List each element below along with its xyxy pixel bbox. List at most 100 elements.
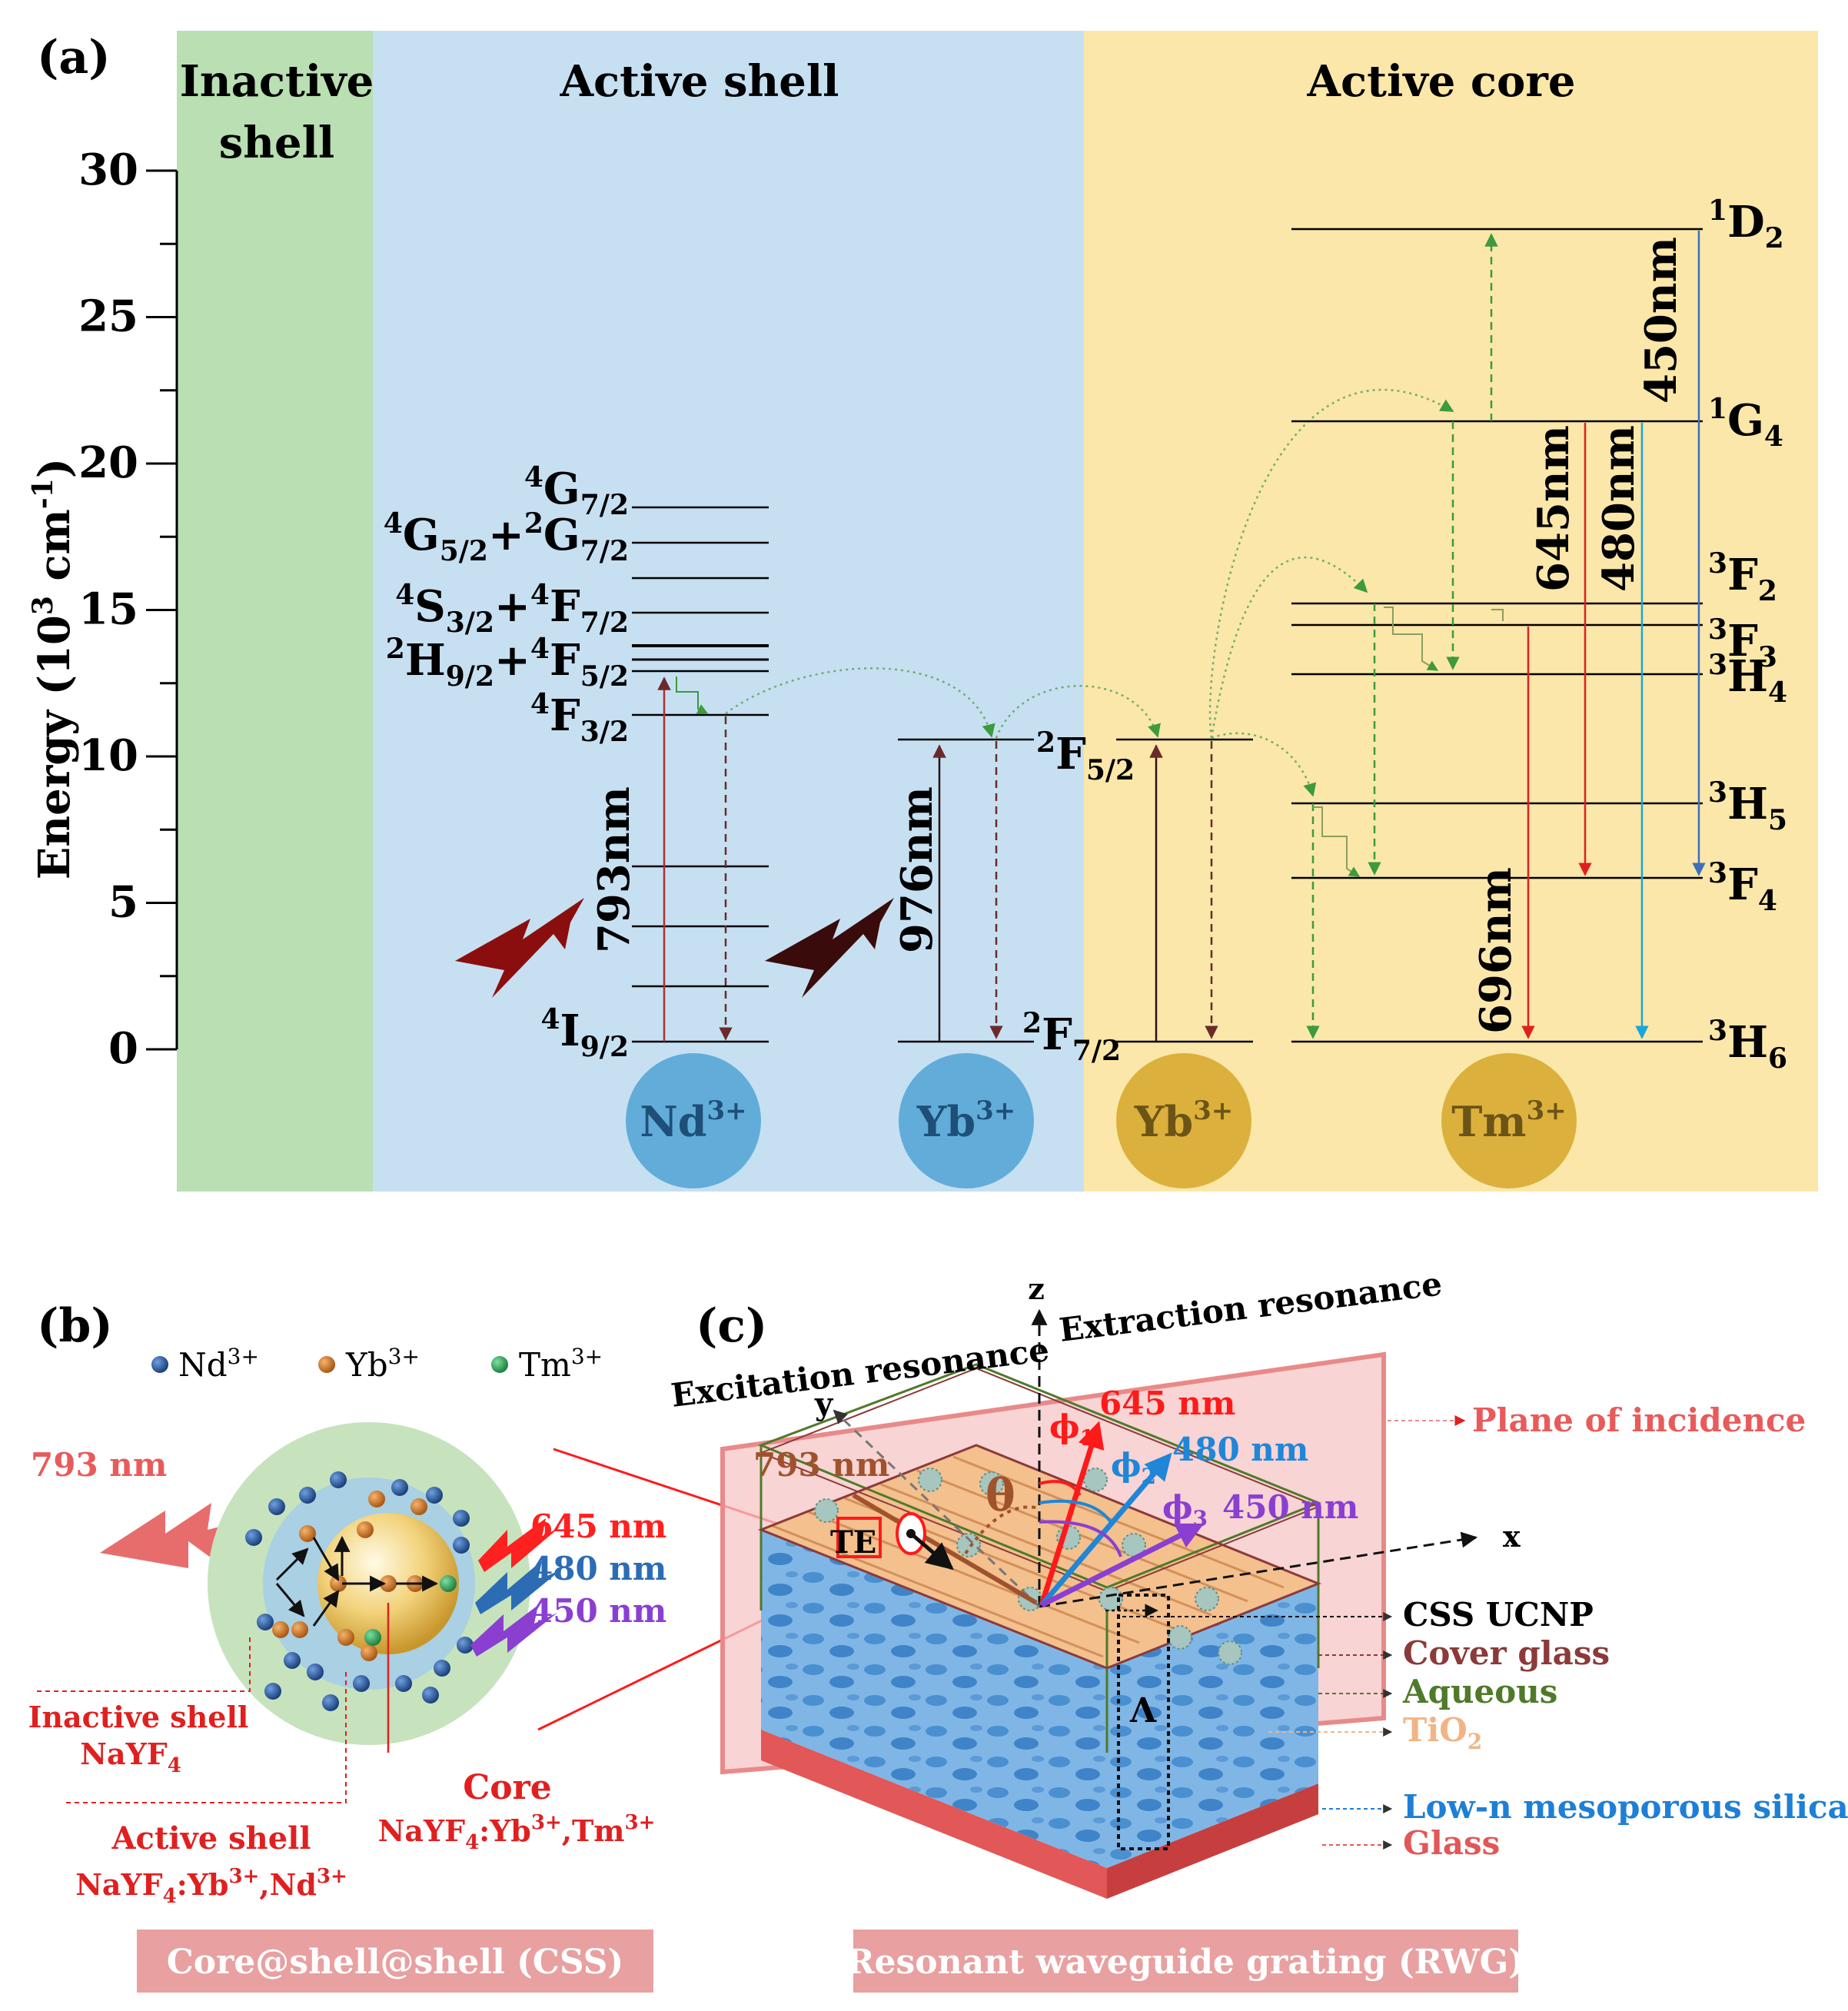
tm-level-label: 3F4	[1708, 857, 1777, 917]
layer-label: CSS UCNP	[1403, 1596, 1594, 1634]
yb-ion-dot	[368, 1491, 385, 1507]
c-banner-label: Resonant waveguide grating (RWG)	[846, 1943, 1524, 1982]
yb-976-label: 976nm	[892, 786, 942, 953]
yb-core-ion-label: Yb3+	[1134, 1095, 1233, 1146]
nd-ion-dot	[453, 1510, 470, 1527]
legend-tm-label: Tm3+	[519, 1344, 603, 1384]
nd-ion-dot	[330, 1471, 347, 1488]
yb-ion-dot	[361, 1644, 377, 1661]
nd-ion-dot	[245, 1529, 262, 1546]
y-tick-label: 5	[108, 877, 138, 928]
ion-circles: Nd3+ Yb3+ Yb3+ Tm3+	[626, 1053, 1577, 1188]
b-inactive-shell-formula: NaYF4	[80, 1737, 181, 1777]
layer-label: TiO2	[1403, 1711, 1482, 1754]
panel-a-label: (a)	[37, 31, 111, 85]
silica-layer-side	[1107, 1584, 1318, 1868]
b-480-lightning-icon	[475, 1561, 561, 1614]
extraction-resonance-label: Extraction resonance	[1057, 1265, 1444, 1349]
nd-ion-dot	[268, 1498, 285, 1515]
nd-level-4S32-4F72: 4S3/2+4F7/2	[395, 579, 629, 639]
tm-level-label: 3H4	[1708, 649, 1787, 709]
silica-layer	[761, 1530, 1107, 1868]
period-label: Λ	[1129, 1691, 1157, 1730]
grating-ridge	[808, 1511, 1140, 1644]
ucnp-particle	[814, 1498, 839, 1523]
yb-level-2F72: 2F7/2	[1022, 1007, 1121, 1067]
yb-ion-dot	[272, 1621, 289, 1638]
y-tick-label: 15	[78, 584, 138, 635]
nd-level-2H92-4F52: 2H9/2+4F5/2	[386, 633, 629, 693]
tio2-top	[761, 1445, 1318, 1668]
active-shell-title: Active shell	[560, 56, 839, 107]
panel-a-energy-diagram: (a) Inactive shell Active shell Active c…	[27, 31, 1818, 1192]
emission-480-label: 480 nm	[1172, 1431, 1308, 1468]
b-450-lightning-icon	[470, 1605, 557, 1657]
nd-level-4G72: 4G7/2	[524, 461, 629, 521]
nd-ion-dot	[307, 1664, 324, 1680]
phi3-label: ϕ3	[1162, 1488, 1208, 1531]
y-tick-label: 20	[78, 437, 138, 488]
tm-ion-dot	[364, 1629, 381, 1646]
layer-label: Aqueous	[1402, 1673, 1557, 1710]
panel-b-label: (b)	[37, 1299, 113, 1353]
active-core-title: Active core	[1307, 56, 1576, 107]
y-axis-label: Energy (103 cm-1)	[27, 458, 80, 880]
tm-696-label: 696nm	[1471, 867, 1521, 1034]
nd-levels	[632, 506, 769, 1043]
nd-ion-dot	[426, 1487, 443, 1504]
cover-glass-top	[759, 1367, 1321, 1593]
legend-yb-dot	[318, 1356, 335, 1373]
legend-nd-dot	[151, 1356, 168, 1373]
tm-level-label: 1D2	[1708, 194, 1784, 254]
ucnp-particle	[1098, 1587, 1123, 1611]
theta-label: θ	[985, 1469, 1015, 1521]
emission-450-arrow	[1040, 1523, 1205, 1608]
y-tick-label: 30	[78, 145, 138, 195]
emission-645-label: 645 nm	[1099, 1384, 1235, 1422]
tm-dashed-transitions	[1306, 233, 1498, 1039]
legend-tm-dot	[491, 1356, 508, 1373]
emission-450-label: 450 nm	[1222, 1488, 1358, 1526]
incident-label: 793 nm	[753, 1446, 889, 1484]
tm-levels	[1291, 228, 1703, 1043]
b-inactive-shell-title: Inactive shell	[28, 1700, 249, 1734]
x-axis	[1039, 1531, 1478, 1608]
nd-ion-dot	[457, 1637, 474, 1654]
grating-ridge	[772, 1524, 1104, 1658]
b-excitation-label: 793 nm	[31, 1446, 167, 1484]
active-core-region	[1084, 31, 1818, 1192]
inactive-shell-title-line2: shell	[219, 118, 334, 168]
tm-450-label: 450nm	[1636, 237, 1687, 404]
z-axis-label: z	[1028, 1271, 1045, 1306]
nd-ion-dot	[391, 1479, 408, 1496]
tm-ion-label: Tm3+	[1451, 1095, 1566, 1146]
nd-ion-dot	[264, 1683, 281, 1700]
grating-ridge	[916, 1469, 1248, 1603]
zoom-selection-box	[836, 1517, 882, 1558]
panel-c-rwg: (c) Λ z x y Excitation resonance Extract…	[669, 1265, 1848, 1993]
nd-ion-dot	[395, 1675, 412, 1692]
x-axis-label: x	[1503, 1519, 1521, 1554]
yb-ion-dot	[410, 1498, 427, 1515]
nd-ion-dot	[299, 1487, 316, 1504]
nd-ion-dot	[322, 1694, 339, 1711]
b-450-label: 450 nm	[530, 1592, 666, 1630]
layer-label: Low-n mesoporous silica	[1403, 1788, 1848, 1826]
phi1-label: ϕ1	[1049, 1408, 1095, 1451]
b-leader-lines	[35, 1637, 347, 1803]
c-banner	[853, 1930, 1518, 1993]
tm-level-label: 3H5	[1708, 776, 1787, 836]
tm-level-label: 3F3	[1708, 613, 1777, 673]
nd-ion-dot	[434, 1660, 450, 1677]
glass-layer	[761, 1730, 1107, 1899]
inactive-shell-title-line1: Inactive	[180, 56, 374, 107]
nd-level-4G52-2G72: 4G5/2+2G7/2	[384, 507, 629, 567]
nd-relax-step	[676, 676, 709, 714]
active-shell-region	[373, 31, 1084, 1192]
nd-lightning-icon	[455, 884, 584, 998]
te-field-arrow	[909, 1532, 954, 1571]
panel-c-label: (c)	[696, 1299, 767, 1353]
